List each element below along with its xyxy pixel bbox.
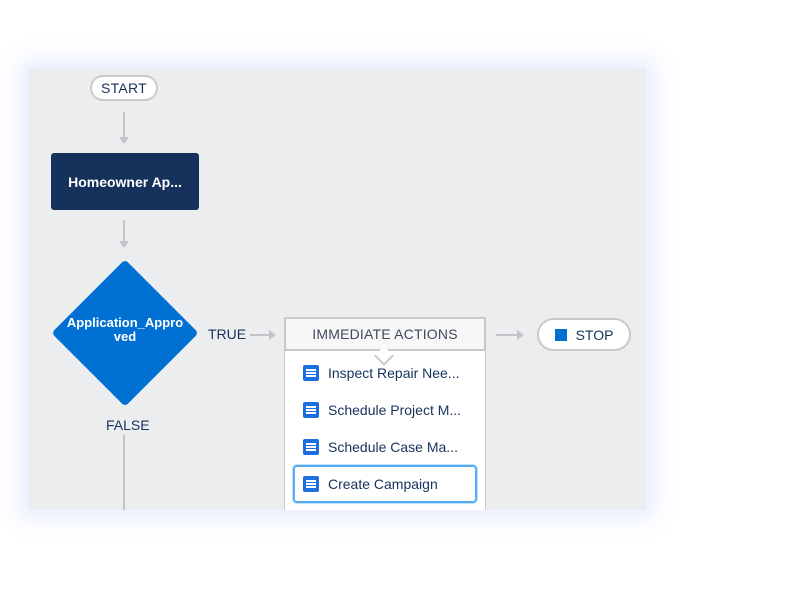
- arrow-down-icon: [119, 241, 129, 248]
- action-list-icon: [303, 439, 319, 455]
- connector-actions-to-stop: [496, 334, 518, 336]
- action-item-create-campaign[interactable]: Create Campaign: [293, 465, 477, 503]
- decision-label: Application_Approved: [66, 315, 184, 344]
- criteria-label: Homeowner Ap...: [68, 173, 182, 190]
- action-list-icon: [303, 402, 319, 418]
- stop-icon: [554, 328, 567, 341]
- start-node[interactable]: START: [90, 75, 158, 101]
- immediate-actions-title: IMMEDIATE ACTIONS: [312, 326, 458, 342]
- action-item-inspect-repair[interactable]: Inspect Repair Nee...: [293, 357, 477, 389]
- action-item-schedule-project[interactable]: Schedule Project M...: [293, 394, 477, 426]
- connector-criteria-to-decision: [123, 220, 125, 242]
- arrow-right-icon: [269, 330, 276, 340]
- connector-true-to-actions: [250, 334, 270, 336]
- connector-false-branch: [123, 435, 125, 510]
- action-list-icon: [303, 365, 319, 381]
- immediate-actions-header[interactable]: IMMEDIATE ACTIONS: [284, 317, 486, 351]
- criteria-node[interactable]: Homeowner Ap...: [51, 153, 199, 210]
- action-item-schedule-case[interactable]: Schedule Case Ma...: [293, 431, 477, 463]
- action-label: Inspect Repair Nee...: [328, 365, 460, 381]
- start-label: START: [100, 80, 148, 96]
- immediate-actions-panel: IMMEDIATE ACTIONS Inspect Repair Nee... …: [284, 317, 486, 510]
- arrow-right-icon: [517, 330, 524, 340]
- arrow-down-icon: [119, 137, 129, 144]
- action-label: Create Campaign: [328, 476, 438, 492]
- action-label: Schedule Case Ma...: [328, 439, 458, 455]
- action-label: Schedule Project M...: [328, 402, 462, 418]
- stop-node[interactable]: STOP: [537, 318, 631, 351]
- true-branch-label: TRUE: [208, 326, 247, 342]
- process-builder-canvas: START Homeowner Ap... Application_Approv…: [28, 68, 646, 510]
- action-list-icon: [303, 476, 319, 492]
- connector-start-to-criteria: [123, 112, 125, 138]
- false-branch-label: FALSE: [106, 417, 150, 433]
- stop-label: STOP: [575, 326, 614, 343]
